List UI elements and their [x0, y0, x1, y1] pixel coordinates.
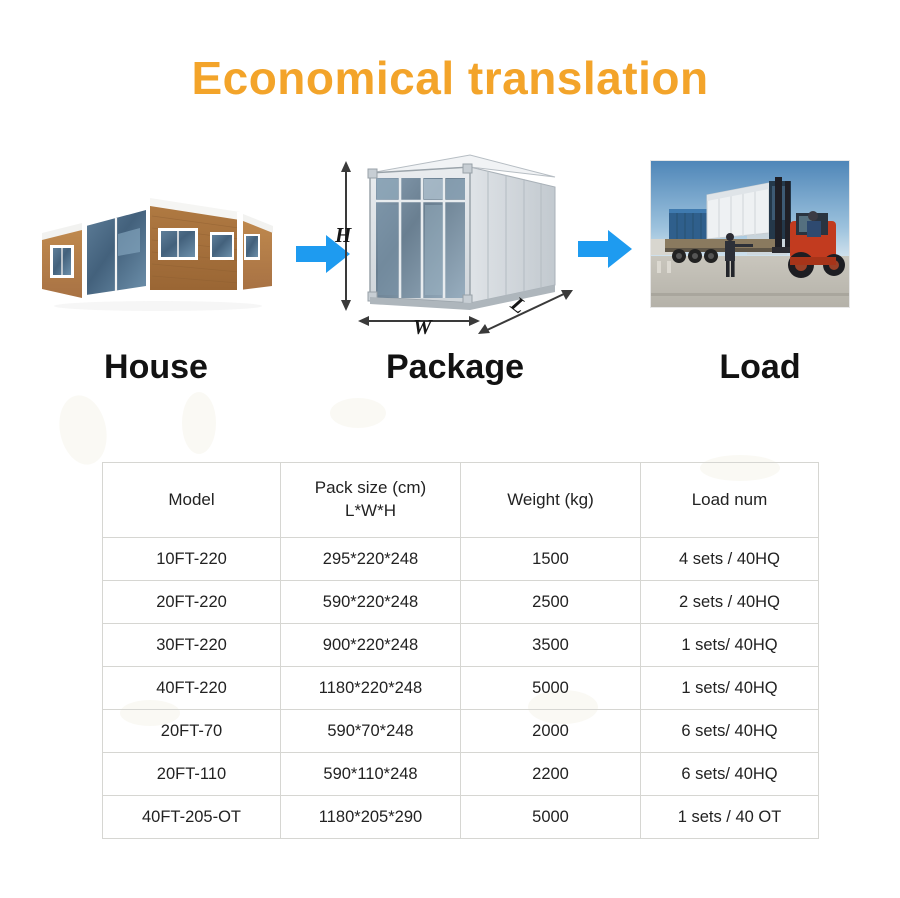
table-row: 30FT-220 900*220*248 3500 1 sets/ 40HQ — [102, 623, 819, 667]
table-header-row: Model Pack size (cm) L*W*H Weight (kg) L… — [102, 462, 819, 538]
table-row: 10FT-220 295*220*248 1500 4 sets / 40HQ — [102, 537, 819, 581]
table-row: 40FT-220 1180*220*248 5000 1 sets/ 40HQ — [102, 666, 819, 710]
cell-model: 40FT-205-OT — [102, 795, 281, 839]
cell-pack-size: 590*110*248 — [280, 752, 461, 796]
table-row: 20FT-220 590*220*248 2500 2 sets / 40HQ — [102, 580, 819, 624]
stage-label-package: Package — [386, 348, 524, 386]
cell-model: 40FT-220 — [102, 666, 281, 710]
cell-model: 20FT-70 — [102, 709, 281, 753]
table-row: 20FT-70 590*70*248 2000 6 sets/ 40HQ — [102, 709, 819, 753]
cell-pack-size: 900*220*248 — [280, 623, 461, 667]
column-header-pack-size: Pack size (cm) L*W*H — [280, 462, 461, 538]
page-title: Economical translation — [191, 52, 709, 104]
cell-load-num: 1 sets/ 40HQ — [640, 666, 819, 710]
cell-pack-size: 1180*220*248 — [280, 666, 461, 710]
forklift-loading-truck-photo — [650, 160, 850, 308]
cell-model: 10FT-220 — [102, 537, 281, 581]
cell-model: 20FT-220 — [102, 580, 281, 624]
cell-load-num: 1 sets/ 40HQ — [640, 623, 819, 667]
cell-weight: 3500 — [460, 623, 641, 667]
specification-table: Model Pack size (cm) L*W*H Weight (kg) L… — [102, 462, 819, 839]
table-row: 20FT-110 590*110*248 2200 6 sets/ 40HQ — [102, 752, 819, 796]
stage-label-load: Load — [719, 348, 801, 386]
column-header-pack-size-line2: L*W*H — [344, 501, 396, 520]
arrow-right-icon — [296, 233, 350, 275]
expandable-container-house-photo — [40, 190, 275, 315]
cell-pack-size: 590*220*248 — [280, 580, 461, 624]
cell-weight: 5000 — [460, 666, 641, 710]
folded-container-package-diagram: H W L — [330, 145, 575, 340]
cell-load-num: 6 sets/ 40HQ — [640, 709, 819, 753]
cell-model: 30FT-220 — [102, 623, 281, 667]
cell-pack-size: 295*220*248 — [280, 537, 461, 581]
cell-weight: 2000 — [460, 709, 641, 753]
table-body: 10FT-220 295*220*248 1500 4 sets / 40HQ … — [102, 537, 819, 839]
cell-pack-size: 1180*205*290 — [280, 795, 461, 839]
column-header-load-num: Load num — [640, 462, 819, 538]
dimension-label-width: W — [413, 315, 432, 339]
flow-stage-house: House — [20, 145, 292, 395]
cell-model: 20FT-110 — [102, 752, 281, 796]
cell-load-num: 4 sets / 40HQ — [640, 537, 819, 581]
cell-load-num: 2 sets / 40HQ — [640, 580, 819, 624]
dimension-label-height: H — [335, 223, 352, 247]
cell-weight: 1500 — [460, 537, 641, 581]
table-row: 40FT-205-OT 1180*205*290 5000 1 sets / 4… — [102, 795, 819, 839]
process-flow: House — [0, 145, 900, 405]
cell-load-num: 6 sets/ 40HQ — [640, 752, 819, 796]
column-header-model: Model — [102, 462, 281, 538]
cell-pack-size: 590*70*248 — [280, 709, 461, 753]
flow-stage-load: Load — [640, 145, 880, 395]
cell-load-num: 1 sets / 40 OT — [640, 795, 819, 839]
cell-weight: 2200 — [460, 752, 641, 796]
column-header-weight: Weight (kg) — [460, 462, 641, 538]
cell-weight: 5000 — [460, 795, 641, 839]
column-header-pack-size-line1: Pack size (cm) — [314, 478, 427, 498]
arrow-right-icon — [578, 228, 632, 270]
cell-weight: 2500 — [460, 580, 641, 624]
stage-label-house: House — [104, 348, 208, 386]
flow-stage-package: H W L Package — [330, 145, 580, 395]
